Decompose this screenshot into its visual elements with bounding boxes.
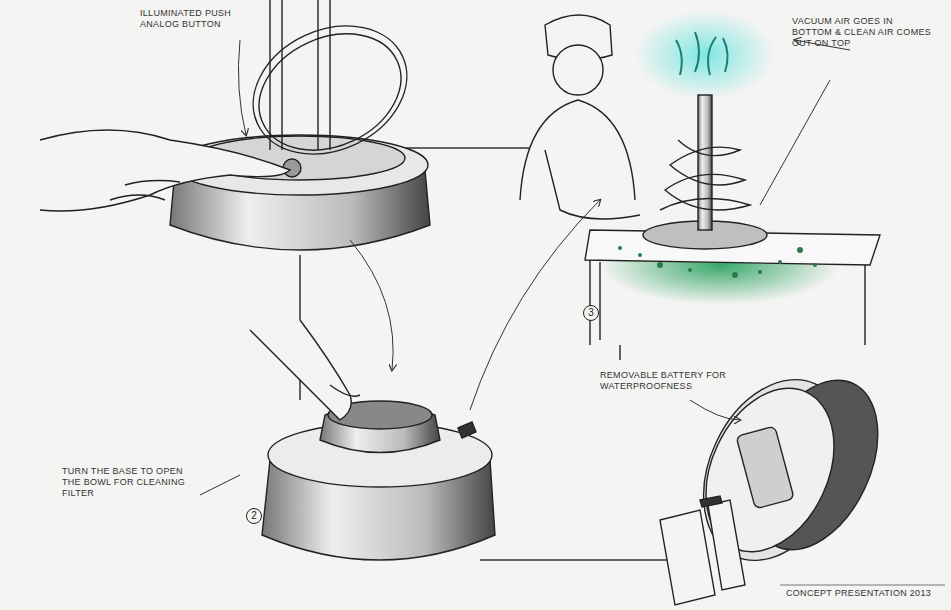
callout-note: VACUUM AIR GOES IN BOTTOM & CLEAN AIR CO… <box>792 16 932 49</box>
callout-number: 3 <box>583 305 599 321</box>
sheet-title: CONCEPT PRESENTATION 2013 <box>786 588 944 599</box>
callout-note: REMOVABLE BATTERY FOR WATERPROOFNESS <box>600 370 730 392</box>
callout-note: ILLUMINATED PUSH ANALOG BUTTON <box>140 8 250 30</box>
callout-note: TURN THE BASE TO OPEN THE BOWL FOR CLEAN… <box>62 466 202 499</box>
callout-number: 2 <box>246 508 262 524</box>
